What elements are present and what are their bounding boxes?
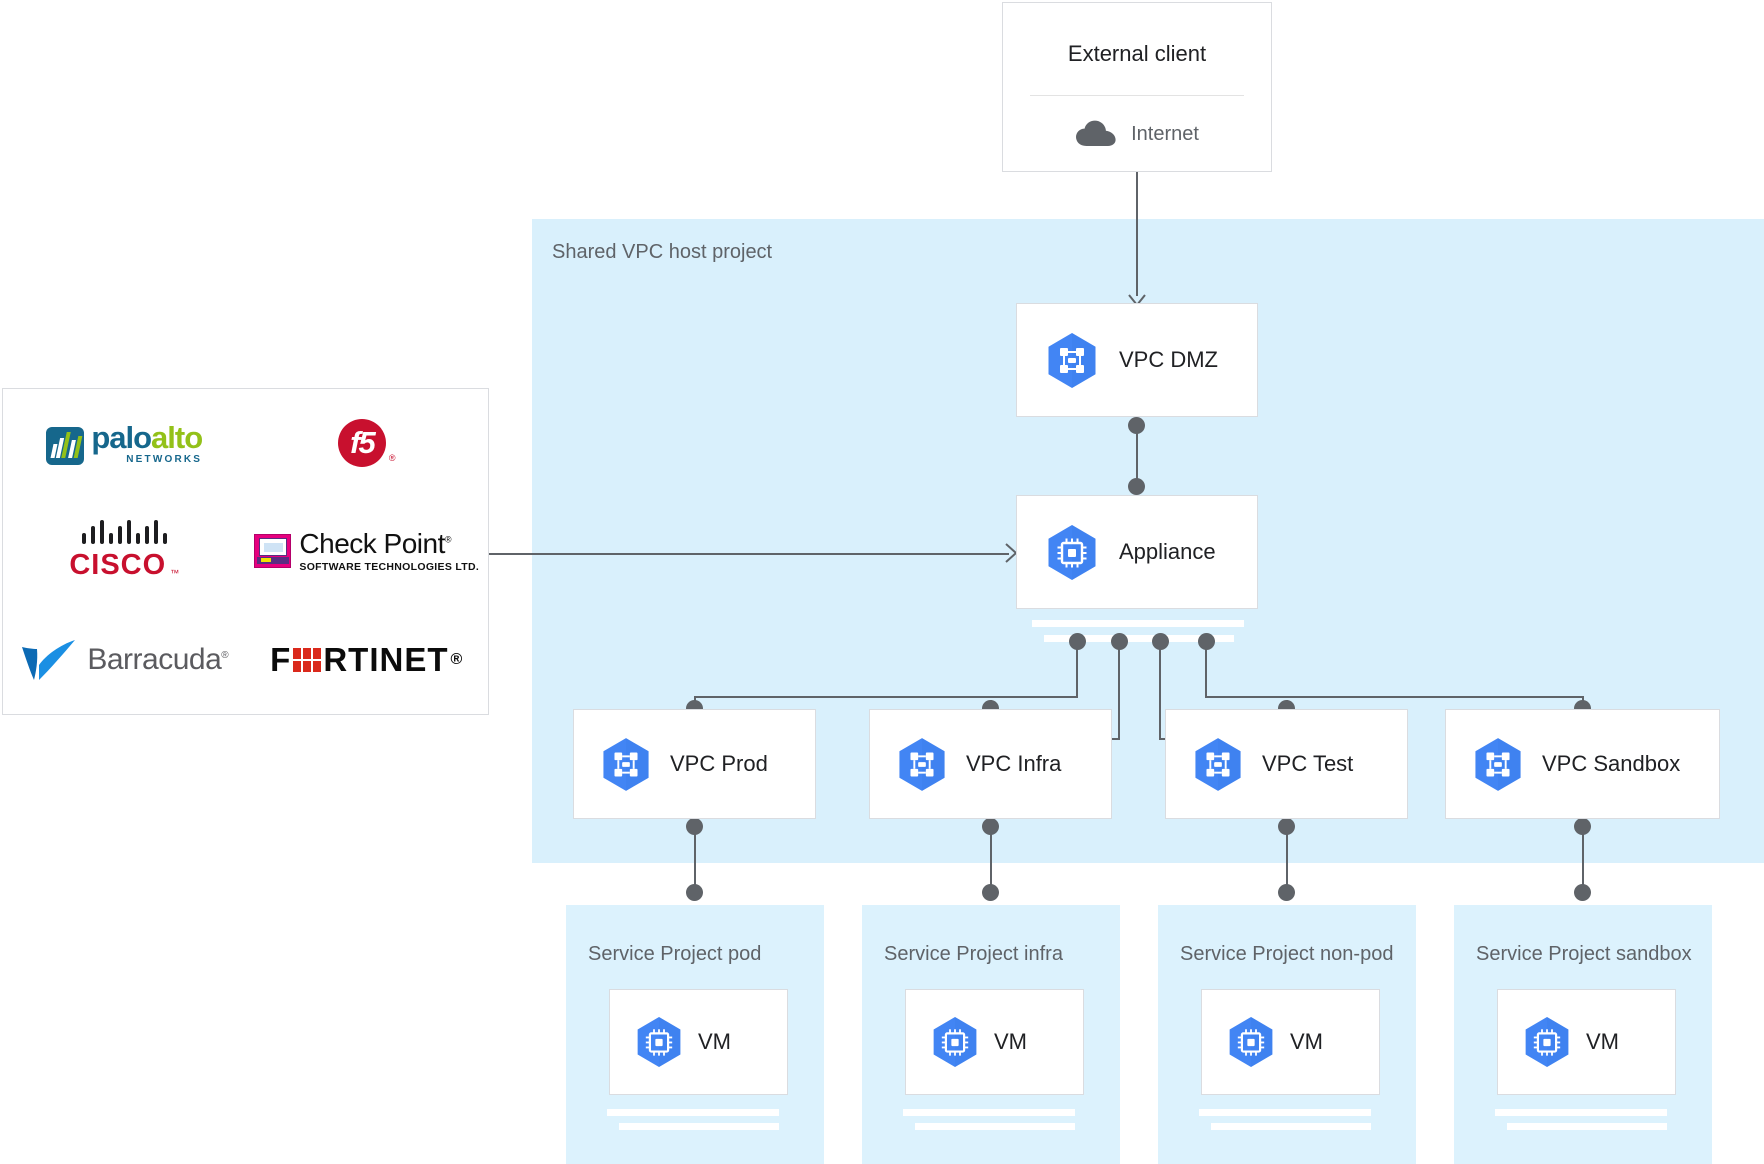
service-project-title: Service Project sandbox	[1476, 943, 1692, 965]
node-label: VM	[1290, 1029, 1323, 1054]
vendor-word-b: alto	[151, 419, 203, 455]
connector-vpc-to-service	[990, 826, 992, 886]
connector-client-to-dmz	[1136, 172, 1138, 296]
fortinet-o-grid-icon	[293, 647, 322, 672]
node-appliance[interactable]: Appliance	[1016, 495, 1258, 609]
vendor-word-b: RTINET	[323, 640, 449, 678]
connector-segment	[1205, 641, 1207, 697]
connector-segment	[694, 696, 1078, 698]
divider	[1030, 95, 1244, 96]
panel-bar	[1211, 1123, 1371, 1130]
connector-vpc-to-service	[1286, 826, 1288, 886]
vpc-network-icon	[602, 737, 650, 791]
node-vpc-sandbox[interactable]: VPC Sandbox	[1445, 709, 1720, 819]
connector-vendors-to-appliance	[489, 553, 1009, 555]
vpc-network-icon	[898, 737, 946, 791]
palo-alto-mark-icon	[46, 426, 85, 465]
check-point-mark-icon	[254, 534, 292, 569]
vendor-sub: SOFTWARE TECHNOLOGIES LTD.	[299, 561, 480, 574]
node-label: VPC Infra	[966, 751, 1062, 776]
node-vpc-prod[interactable]: VPC Prod	[573, 709, 816, 819]
node-label: VM	[1586, 1029, 1619, 1054]
service-project-title: Service Project pod	[588, 943, 762, 965]
connector-segment	[1076, 641, 1078, 697]
panel-bar	[1495, 1109, 1667, 1116]
cisco-bars-icon	[81, 520, 167, 545]
panel-bar	[619, 1123, 779, 1130]
shared-vpc-host-project-label: Shared VPC host project	[552, 241, 773, 263]
appliance-bar	[1032, 620, 1244, 627]
node-label: VPC Prod	[670, 751, 768, 776]
vendor-word-a: Check Point	[299, 528, 445, 560]
vm-chip-icon	[1047, 524, 1097, 580]
panel-bar	[1507, 1123, 1667, 1130]
vendor-logo-check-point: Check Point® SOFTWARE TECHNOLOGIES LTD.	[246, 497, 489, 605]
node-vpc-infra[interactable]: VPC Infra	[869, 709, 1112, 819]
trademark-mark: ™	[170, 568, 180, 579]
connector-dot	[1128, 478, 1145, 495]
vpc-network-icon	[1474, 737, 1522, 791]
node-label: VM	[994, 1029, 1027, 1054]
arrowhead-right-icon	[1005, 543, 1017, 563]
node-label: VPC Test	[1262, 751, 1354, 776]
vendor-logo-palo-alto-networks: paloalto NETWORKS	[3, 389, 246, 497]
panel-bar	[607, 1109, 779, 1116]
vendor-logo-f5: f5 ®	[246, 389, 489, 497]
vpc-network-icon	[1194, 737, 1242, 791]
external-client-title: External client	[1067, 41, 1207, 66]
vendor-word-a: F	[270, 640, 292, 678]
internet-label: Internet	[1131, 122, 1199, 145]
node-vm-non-pod[interactable]: VM	[1201, 989, 1380, 1095]
vpc-network-icon	[1047, 332, 1097, 388]
vm-chip-icon	[636, 1017, 682, 1067]
panel-bar	[903, 1109, 1075, 1116]
node-vm-sandbox[interactable]: VM	[1497, 989, 1676, 1095]
connector-segment	[1205, 696, 1583, 698]
service-project-title: Service Project infra	[884, 943, 1063, 965]
vendor-logo-cisco: CISCO ™	[3, 497, 246, 605]
vendor-sub: NETWORKS	[126, 453, 203, 465]
panel-bar	[1199, 1109, 1371, 1116]
node-label: Appliance	[1119, 539, 1216, 564]
node-vpc-dmz[interactable]: VPC DMZ	[1016, 303, 1258, 417]
vm-chip-icon	[932, 1017, 978, 1067]
connector-segment	[1159, 641, 1161, 739]
vendor-logo-fortinet: F RTINET ®	[270, 640, 464, 678]
connector-dot	[1574, 884, 1591, 901]
connector-dot	[982, 884, 999, 901]
f5-badge-icon: f5	[337, 419, 386, 468]
service-project-title: Service Project non-pod	[1180, 943, 1394, 965]
connector-segment	[1118, 641, 1120, 739]
vendor-logo-barracuda: Barracuda®	[3, 606, 246, 714]
node-label: VPC DMZ	[1119, 347, 1218, 372]
barracuda-fin-icon	[20, 639, 78, 681]
panel-bar	[915, 1123, 1075, 1130]
connector-dot	[1278, 884, 1295, 901]
connector-vpc-to-service	[694, 826, 696, 886]
connector-vpc-to-service	[1582, 826, 1584, 886]
node-label: VPC Sandbox	[1542, 751, 1681, 776]
external-client-card[interactable]: External client Internet	[1002, 2, 1272, 172]
vm-chip-icon	[1524, 1017, 1570, 1067]
vendor-logos-panel: paloalto NETWORKS f5 ® C	[2, 388, 489, 715]
node-vm-infra[interactable]: VM	[905, 989, 1084, 1095]
cloud-icon	[1075, 120, 1117, 148]
node-vpc-test[interactable]: VPC Test	[1165, 709, 1408, 819]
vendor-word-a: palo	[91, 419, 152, 455]
node-label: VM	[698, 1029, 731, 1054]
vendor-word-a: Barracuda	[87, 642, 222, 676]
connector-dmz-to-appliance	[1136, 425, 1138, 480]
vendor-word-a: CISCO	[69, 549, 167, 582]
node-vm-pod[interactable]: VM	[609, 989, 788, 1095]
vm-chip-icon	[1228, 1017, 1274, 1067]
appliance-bar	[1044, 635, 1234, 642]
registered-mark: ®	[388, 453, 396, 464]
connector-dot	[686, 884, 703, 901]
